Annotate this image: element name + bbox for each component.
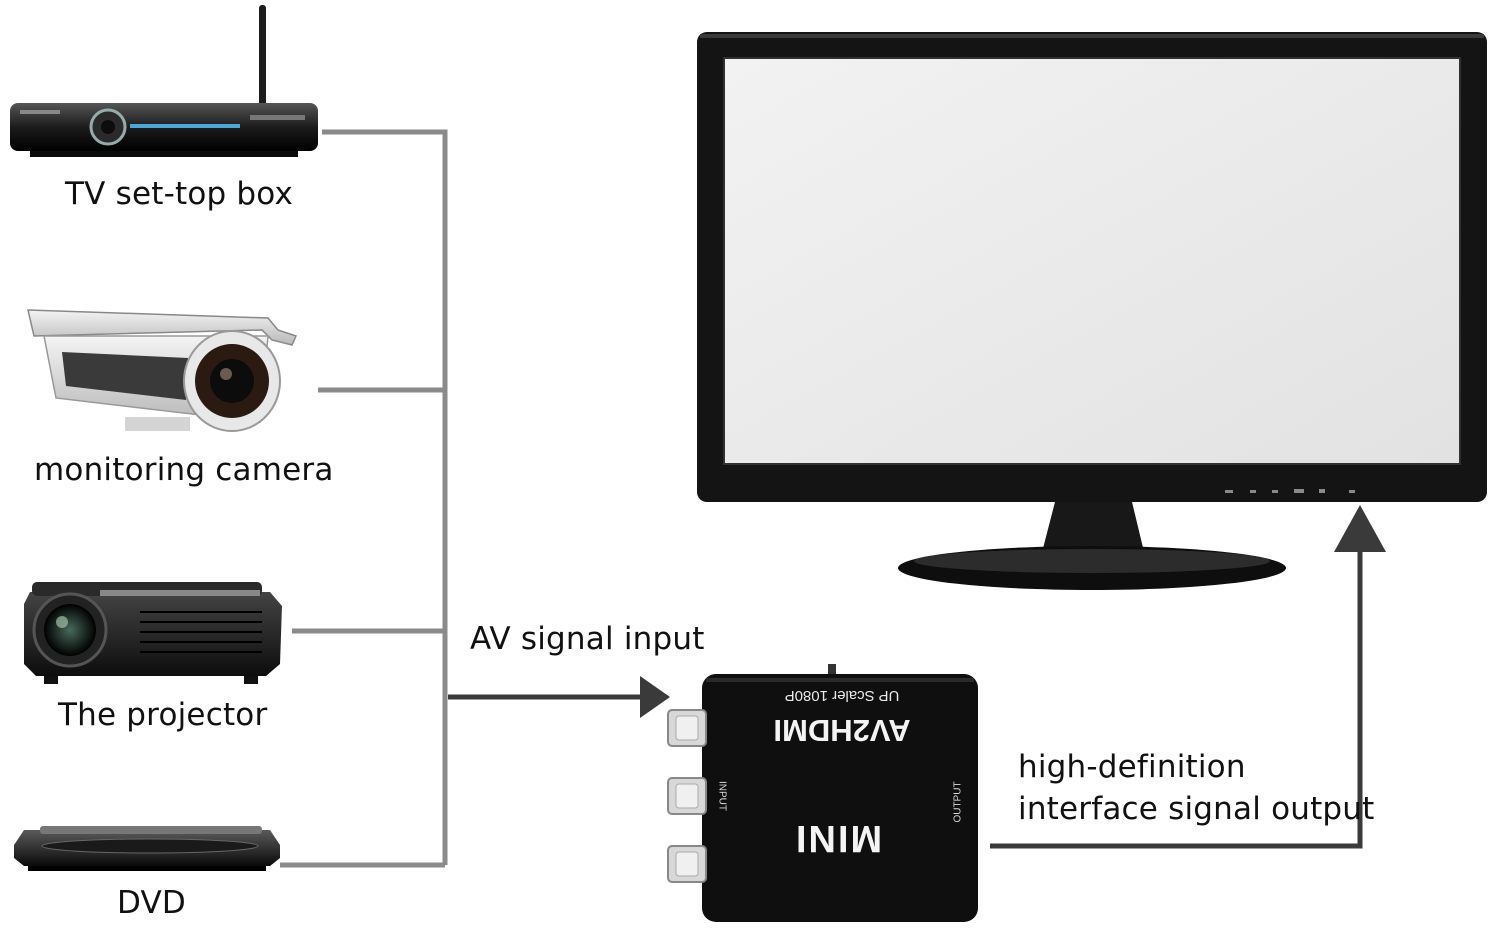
av-input-arrow [448, 676, 670, 718]
set-top-box-icon [10, 5, 318, 157]
monitor-icon [697, 32, 1487, 590]
converter-subtitle: UP Scaler 1080P [785, 687, 900, 704]
converter-model: AV2HDMI [773, 713, 910, 748]
set-top-box-line [322, 129, 448, 865]
security-camera-icon [27, 309, 298, 432]
hdmi-output-arrow [990, 505, 1386, 849]
av-signal-input-label: AV signal input [470, 621, 705, 657]
av2hdmi-converter-icon: UP Scaler 1080P AV2HDMI MINI INPUT OUTPU… [667, 664, 978, 922]
source-label-monitoring-camera: monitoring camera [34, 452, 334, 488]
source-bus-lines [280, 129, 448, 868]
source-label-set-top-box: TV set-top box [65, 176, 294, 212]
converter-input-port-label: INPUT [716, 781, 727, 811]
hd-output-label-line2: interface signal output [1018, 791, 1375, 827]
source-label-dvd: DVD [117, 885, 187, 921]
converter-brand: MINI [794, 817, 882, 859]
hd-output-label-line1: high-definition [1018, 749, 1246, 785]
source-label-projector: The projector [58, 697, 268, 733]
rca-connectors [667, 709, 707, 883]
projector-icon [24, 582, 282, 684]
converter-output-port-label: OUTPUT [953, 781, 964, 822]
dvd-player-icon [14, 826, 280, 871]
